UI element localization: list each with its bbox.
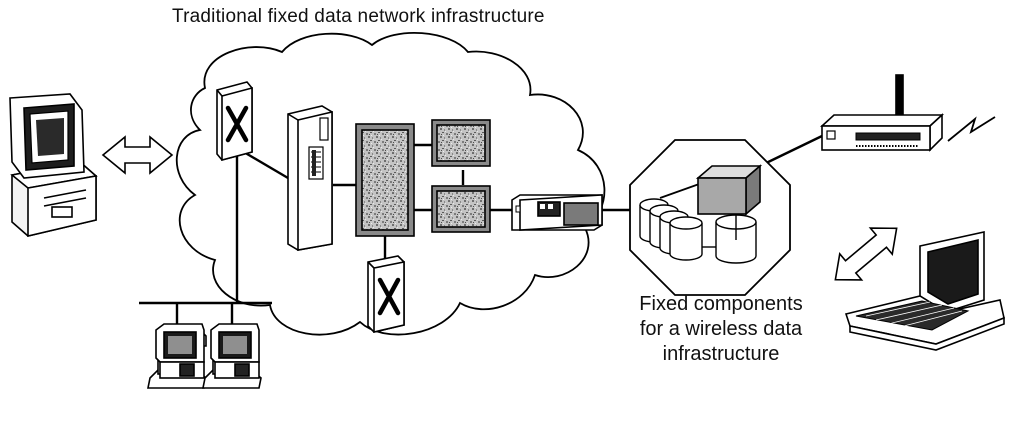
switch-icon: [367, 255, 405, 334]
workstation-icon: [155, 323, 260, 363]
workstation-icon: [159, 361, 260, 379]
modem-icon: [511, 194, 603, 231]
lightning-bolt-icon: [947, 116, 996, 142]
double-arrow-icon: [101, 135, 174, 175]
diagram-title: Traditional fixed data network infrastru…: [172, 6, 545, 27]
fixed-components-caption: Fixed components for a wireless data inf…: [590, 292, 852, 367]
caption-line-2: for a wireless data: [639, 318, 803, 340]
mainframe-icon: [355, 123, 415, 237]
laptop-icon: [844, 231, 1005, 351]
wireless-access-point-icon: [819, 74, 945, 152]
database-cluster-icon: [629, 139, 791, 296]
caption-line-3: infrastructure: [662, 343, 780, 365]
server-rack-icon: [287, 105, 333, 251]
router-icon: [431, 185, 491, 233]
router-icon: [431, 119, 491, 167]
caption-line-1: Fixed components: [639, 293, 803, 315]
desktop-computer-icon: [9, 93, 98, 238]
switch-icon: [216, 81, 253, 162]
double-arrow-icon: [834, 227, 898, 281]
